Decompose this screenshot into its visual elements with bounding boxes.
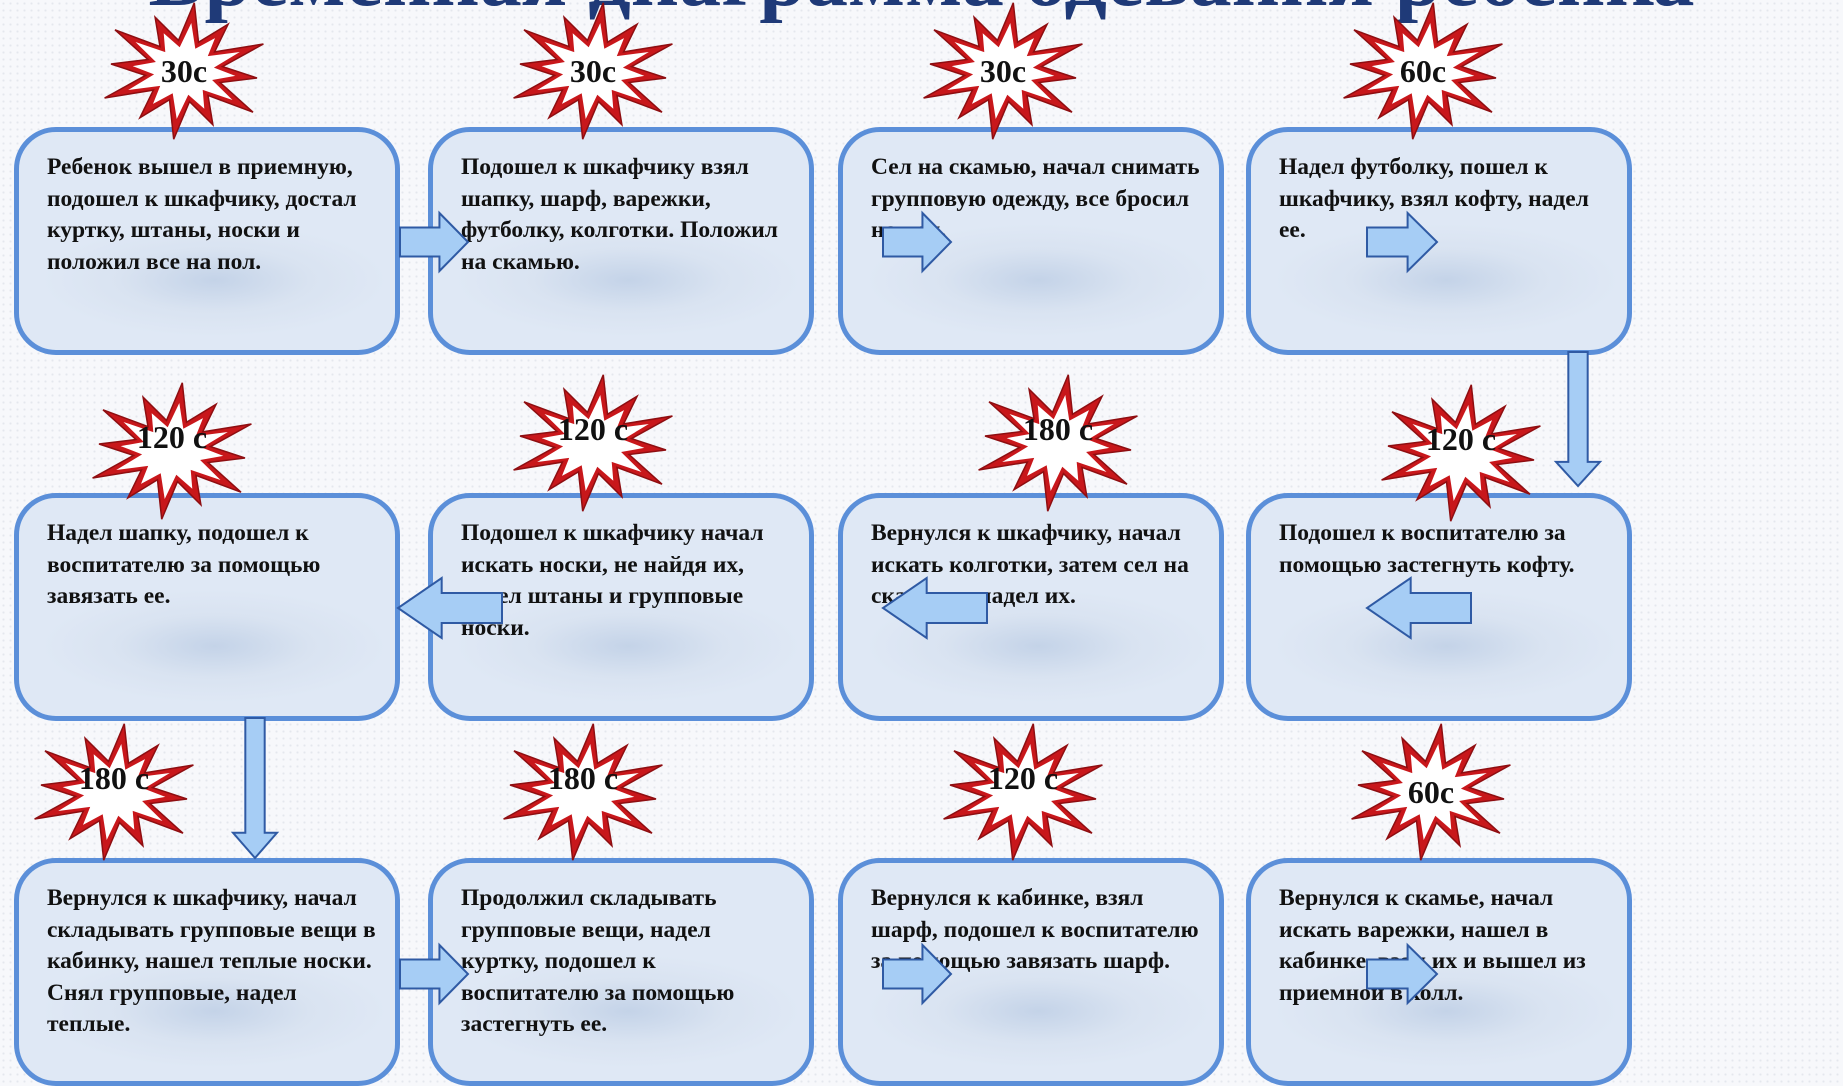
time-burst: 60с xyxy=(1346,723,1516,861)
page-title: Временная диаграмма одевания ребенка xyxy=(0,0,1843,20)
time-burst: 180 с xyxy=(29,723,199,861)
arrow-right-icon xyxy=(882,210,953,274)
time-label: 120 с xyxy=(1425,421,1497,457)
time-label: 60с xyxy=(1407,774,1455,810)
step-text: Ребенок вышел в приемную, подошел к шкаф… xyxy=(47,154,357,275)
arrow-right-icon xyxy=(399,942,470,1006)
time-burst: 120 с xyxy=(938,723,1108,861)
explosion-icon xyxy=(978,374,1138,512)
step-box: Продолжил складывать групповые вещи, над… xyxy=(428,858,814,1086)
time-label: 30с xyxy=(979,53,1027,89)
arrow-left-icon xyxy=(881,576,988,640)
step-text: Подошел к шкафчику начал искать носки, н… xyxy=(461,520,764,641)
time-label: 30с xyxy=(569,53,617,89)
explosion-icon xyxy=(513,374,673,512)
time-burst: 120 с xyxy=(1376,384,1546,522)
explosion-icon xyxy=(1351,723,1511,861)
time-burst: 30с xyxy=(99,2,269,140)
explosion-icon xyxy=(513,2,673,140)
explosion-icon xyxy=(1381,384,1541,522)
arrow-left-icon xyxy=(396,576,503,640)
step-text: Надел шапку, подошел к воспитателю за по… xyxy=(47,520,321,609)
time-label: 120 с xyxy=(557,411,629,447)
time-burst: 180 с xyxy=(973,374,1143,512)
time-label: 120 с xyxy=(987,760,1059,796)
arrow-right-icon xyxy=(1366,942,1439,1006)
explosion-icon xyxy=(923,2,1083,140)
explosion-icon xyxy=(1343,2,1503,140)
step-box: Сел на скамью, начал снимать групповую о… xyxy=(838,127,1224,355)
time-burst: 30с xyxy=(508,2,678,140)
step-box: Подошел к шкафчику взял шапку, шарф, вар… xyxy=(428,127,814,355)
time-label: 120 с xyxy=(136,419,208,455)
arrow-right-icon xyxy=(1366,210,1439,274)
time-burst: 120 с xyxy=(87,382,257,520)
arrow-right-icon xyxy=(399,210,470,274)
explosion-icon xyxy=(34,723,194,861)
time-burst: 180 с xyxy=(498,723,668,861)
step-box: Вернулся к скамье, начал искать варежки,… xyxy=(1246,858,1632,1086)
time-burst: 120 с xyxy=(508,374,678,512)
step-text: Подошел к шкафчику взял шапку, шарф, вар… xyxy=(461,154,778,275)
time-label: 60с xyxy=(1399,53,1447,89)
step-box: Надел шапку, подошел к воспитателю за по… xyxy=(14,493,400,721)
step-text: Вернулся к шкафчику, начал складывать гр… xyxy=(47,885,376,1037)
explosion-icon xyxy=(503,723,663,861)
time-burst: 60с xyxy=(1338,2,1508,140)
arrow-right-icon xyxy=(882,942,953,1006)
time-burst: 30с xyxy=(918,2,1088,140)
step-box: Ребенок вышел в приемную, подошел к шкаф… xyxy=(14,127,400,355)
time-label: 180 с xyxy=(547,760,619,796)
step-box: Вернулся к кабинке, взял шарф, подошел к… xyxy=(838,858,1224,1086)
arrow-left-icon xyxy=(1365,576,1472,640)
time-label: 180 с xyxy=(1022,411,1094,447)
time-label: 30с xyxy=(160,53,208,89)
explosion-icon xyxy=(92,382,252,520)
arrow-down-icon xyxy=(1553,351,1603,488)
step-box: Вернулся к шкафчику, начал складывать гр… xyxy=(14,858,400,1086)
step-text: Надел футболку, пошел к шкафчику, взял к… xyxy=(1279,154,1589,243)
time-label: 180 с xyxy=(78,760,150,796)
step-text: Вернулся к шкафчику, начал искать колгот… xyxy=(871,520,1189,609)
step-text: Подошел к воспитателю за помощью застегн… xyxy=(1279,520,1575,578)
arrow-down-icon xyxy=(230,717,280,860)
explosion-icon xyxy=(943,723,1103,861)
step-box: Надел футболку, пошел к шкафчику, взял к… xyxy=(1246,127,1632,355)
explosion-icon xyxy=(104,2,264,140)
step-text: Вернулся к кабинке, взял шарф, подошел к… xyxy=(871,885,1199,974)
step-text: Вернулся к скамье, начал искать варежки,… xyxy=(1279,885,1586,1006)
step-text: Продолжил складывать групповые вещи, над… xyxy=(461,885,735,1037)
step-text: Сел на скамью, начал снимать групповую о… xyxy=(871,154,1200,243)
